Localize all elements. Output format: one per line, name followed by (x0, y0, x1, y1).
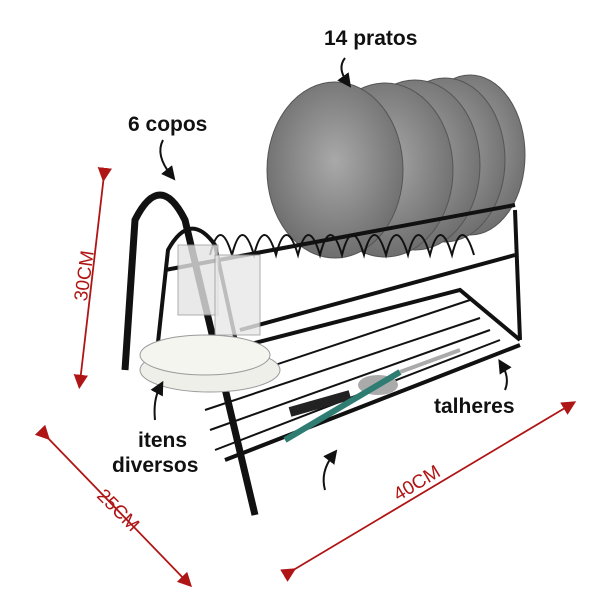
misc-label-line2: diversos (112, 454, 199, 477)
dimension-lines (34, 167, 577, 588)
plates-label: 14 pratos (324, 27, 418, 50)
cups-and-saucers (139, 244, 281, 393)
cups-label: 6 copos (128, 113, 208, 136)
plates (266, 74, 526, 259)
cutlery-label: talheres (434, 395, 515, 418)
misc-label-line1: itens (138, 429, 188, 452)
